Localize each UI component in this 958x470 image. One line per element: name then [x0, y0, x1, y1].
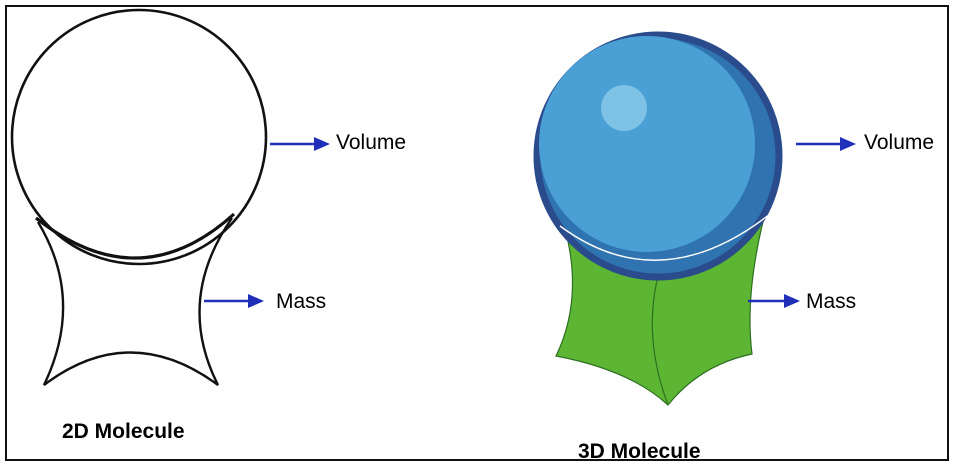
volume-circle-2d	[10, 8, 268, 266]
volume-label-3d: Volume	[864, 131, 935, 154]
sphere-rim-3d	[559, 213, 771, 261]
volume-label-2d: Volume	[336, 131, 407, 154]
sphere-body-3d	[539, 36, 755, 252]
molecule-2d	[10, 8, 268, 386]
mass-arrow-3d	[748, 294, 800, 308]
contact-arc-2d	[35, 212, 236, 260]
mass-arrow-2d	[204, 294, 264, 308]
mass-body-2d	[36, 217, 233, 386]
volume-arrow-2d	[270, 137, 330, 151]
volume-arrow-3d	[796, 137, 856, 151]
molecule-3d	[533, 31, 783, 406]
sphere-highlight-3d	[601, 85, 647, 131]
figure-frame	[5, 5, 949, 461]
title-2d: 2D Molecule	[62, 420, 185, 443]
mass-label-3d: Mass	[806, 290, 857, 313]
mass-label-2d: Mass	[276, 290, 327, 313]
title-3d: 3D Molecule	[578, 440, 701, 463]
